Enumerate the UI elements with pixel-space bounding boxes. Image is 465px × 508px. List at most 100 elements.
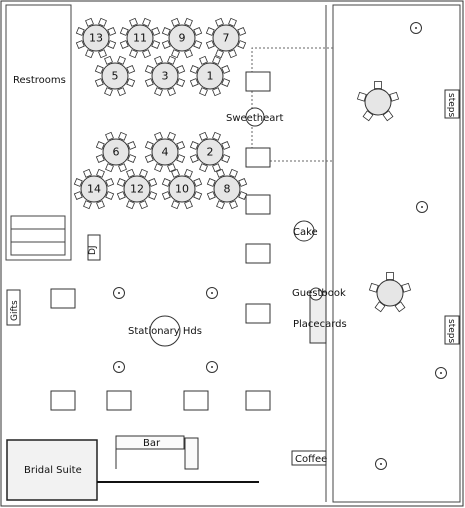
square-table — [245, 194, 271, 215]
chair — [199, 55, 208, 65]
chair — [212, 55, 221, 65]
table-top — [151, 138, 179, 166]
table-number: 13 — [89, 32, 103, 45]
table-top — [101, 62, 129, 90]
guest-table: 13 — [75, 17, 117, 59]
chair — [116, 191, 126, 200]
chair — [144, 154, 154, 163]
chair — [171, 17, 180, 27]
table-number: 7 — [223, 32, 230, 45]
chair — [199, 163, 208, 173]
placecards-label: Placecards — [293, 319, 347, 330]
chair — [199, 131, 208, 141]
table-number: 11 — [133, 32, 147, 45]
guest-table: 5 — [94, 55, 136, 97]
square-table — [245, 390, 271, 411]
guest-table: 11 — [119, 17, 161, 59]
cocktail-table-center — [415, 27, 417, 29]
chair — [189, 78, 199, 87]
chair — [96, 200, 105, 210]
table-number: 5 — [112, 70, 119, 83]
sweetheart-area — [251, 47, 333, 162]
chair — [83, 168, 92, 178]
table-number: 4 — [162, 146, 169, 159]
table-number: 6 — [113, 146, 120, 159]
bridal-suite — [6, 439, 98, 501]
table-number: 2 — [207, 146, 214, 159]
restroom-stall-3 — [10, 241, 66, 256]
chair — [105, 178, 115, 187]
chair — [73, 178, 83, 187]
guest-table: 4 — [144, 131, 186, 173]
chair — [85, 49, 94, 59]
chair — [126, 168, 135, 178]
cocktail-table-center — [118, 366, 120, 368]
chair — [212, 163, 221, 173]
chair — [129, 49, 138, 59]
chair — [104, 55, 113, 65]
chair — [206, 191, 216, 200]
chair — [98, 17, 107, 27]
chair — [139, 168, 148, 178]
chair — [107, 40, 117, 49]
chair — [374, 81, 382, 89]
chair — [228, 49, 237, 59]
chair — [216, 168, 225, 178]
cocktail-table-center — [211, 366, 213, 368]
cocktail-table-center — [440, 372, 442, 374]
chair — [184, 17, 193, 27]
chair — [126, 65, 136, 74]
chair — [144, 65, 154, 74]
chair — [386, 272, 394, 280]
chair — [107, 27, 117, 36]
table-number: 14 — [87, 183, 101, 196]
guest-table: 1 — [189, 55, 231, 97]
guest-table: 6 — [95, 131, 137, 173]
chair — [161, 178, 171, 187]
table-top — [123, 175, 151, 203]
chair — [126, 78, 136, 87]
chair — [154, 131, 163, 141]
chair — [189, 154, 199, 163]
chair — [126, 200, 135, 210]
guest-table: 12 — [116, 168, 158, 210]
coffee-station — [291, 450, 327, 466]
restroom-area — [5, 4, 72, 261]
table-number: 1 — [207, 70, 214, 83]
guest-table: 7 — [205, 17, 247, 59]
chair — [105, 191, 115, 200]
patio-table — [356, 81, 400, 122]
table-number: 10 — [175, 183, 189, 196]
chair — [105, 131, 114, 141]
patio-area — [332, 4, 461, 503]
restroom-stall-2 — [10, 228, 66, 243]
chair — [237, 40, 247, 49]
bar-return — [184, 437, 199, 470]
chair — [116, 178, 126, 187]
chair — [94, 65, 104, 74]
chair — [85, 17, 94, 27]
cocktail-table-center — [211, 292, 213, 294]
chair — [151, 40, 161, 49]
cocktail-table-center — [118, 292, 120, 294]
chair — [171, 200, 180, 210]
chair — [212, 131, 221, 141]
chair — [167, 131, 176, 141]
chair — [75, 27, 85, 36]
square-table — [50, 390, 76, 411]
square-table — [245, 243, 271, 264]
steps-top — [444, 89, 460, 119]
chair — [184, 168, 193, 178]
chair — [193, 178, 203, 187]
table-number: 12 — [130, 183, 144, 196]
chair — [117, 87, 126, 97]
square-table — [50, 288, 76, 309]
sweetheart-label: Sweetheart — [226, 113, 283, 124]
chair — [96, 168, 105, 178]
cake-table — [293, 220, 315, 242]
guest-table: 3 — [144, 55, 186, 97]
chair — [117, 55, 126, 65]
chair — [148, 178, 158, 187]
chair — [167, 163, 176, 173]
chair — [95, 141, 105, 150]
